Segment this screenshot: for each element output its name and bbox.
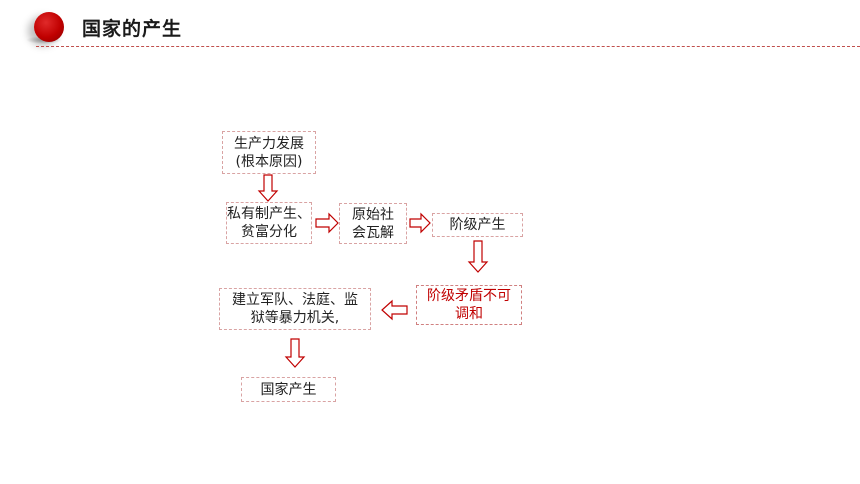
node-classes-label: 阶级产生 <box>449 217 506 233</box>
node-apparatus: 建立军队、法庭、监 狱等暴力机关, <box>219 288 371 330</box>
node-class-conflict[interactable]: 阶级矛盾不可 调和 <box>416 285 522 325</box>
arrow-down-2 <box>467 240 489 273</box>
arrow-down-1 <box>257 174 279 202</box>
header-dot-icon <box>34 12 64 42</box>
node-productivity: 生产力发展 (根本原因) <box>222 131 316 174</box>
node-state-label: 国家产生 <box>260 381 317 398</box>
node-productivity-label: 生产力发展 (根本原因) <box>234 135 304 170</box>
node-apparatus-label: 建立军队、法庭、监 狱等暴力机关, <box>232 292 358 326</box>
arrow-right-2 <box>409 212 431 234</box>
arrow-down-3 <box>284 338 306 368</box>
header-divider <box>36 46 860 47</box>
node-primitive-society-label: 原始社 会瓦解 <box>352 206 394 241</box>
arrow-left-1 <box>381 299 408 321</box>
node-private-ownership-label: 私有制产生、 贫富分化 <box>227 206 311 240</box>
node-private-ownership: 私有制产生、 贫富分化 <box>226 202 312 244</box>
node-classes: 阶级产生 <box>432 213 523 237</box>
node-class-conflict-label: 阶级矛盾不可 调和 <box>427 288 511 322</box>
node-primitive-society: 原始社 会瓦解 <box>339 203 407 244</box>
arrow-right-1 <box>315 212 339 234</box>
node-state: 国家产生 <box>241 377 336 402</box>
page-title: 国家的产生 <box>82 18 183 40</box>
